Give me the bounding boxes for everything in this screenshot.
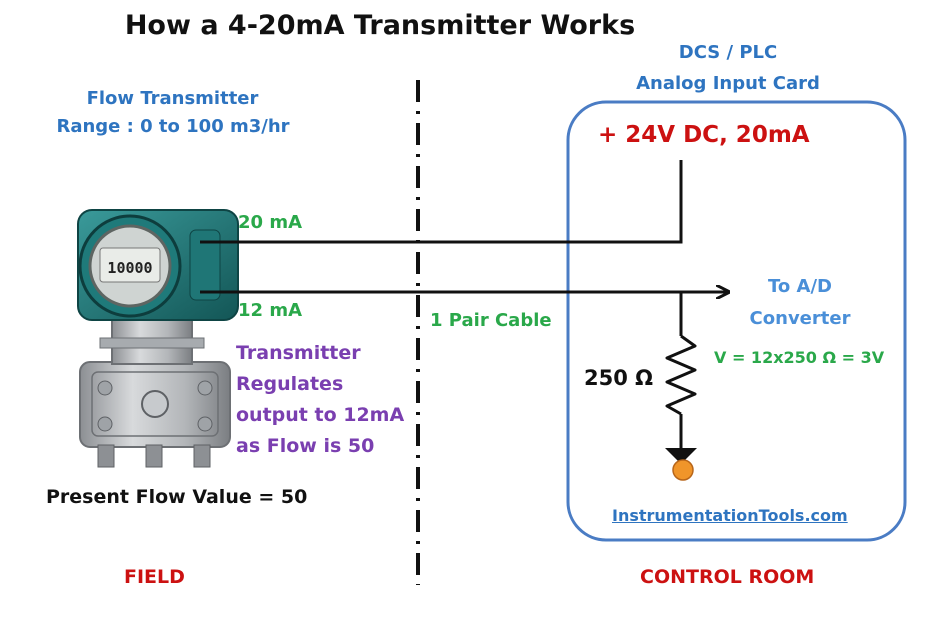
transmitter-name-label: Flow Transmitter [86,88,259,109]
diagram-title: How a 4-20mA Transmitter Works [124,10,636,41]
ad-label-line-2: Converter [749,308,851,329]
voltage-formula: V = 12x250 Ω = 3V [714,348,885,367]
transmitter-display-reading: 10000 [107,259,152,277]
regulation-note-line-4: as Flow is 50 [236,435,375,457]
regulation-note-line-3: output to 12mA [236,404,405,426]
ground-icon [665,448,697,481]
present-flow-value: Present Flow Value = 50 [46,486,308,508]
signal-20ma-label: 20 mA [238,212,303,233]
regulation-note-line-1: Transmitter [236,342,361,364]
supply-label: + 24V DC, 20mA [598,122,810,148]
resistor-label: 250 Ω [584,366,653,390]
resistor-250-ohm-icon [665,292,697,448]
card-title-line-1: DCS / PLC [678,42,778,63]
ad-label-line-1: To A/D [768,276,832,297]
wire-20ma [200,160,683,244]
watermark-link: InstrumentationTools.com [612,506,848,525]
cable-label: 1 Pair Cable [430,310,552,331]
regulation-note-line-2: Regulates [236,373,344,395]
signal-12ma-label: 12 mA [238,300,303,321]
field-section-label: FIELD [124,566,185,588]
card-title-line-2: Analog Input Card [636,73,820,94]
control-room-section-label: CONTROL ROOM [640,566,815,588]
flow-transmitter-icon: 10000 [77,209,239,468]
transmitter-range-label: Range : 0 to 100 m3/hr [56,116,290,137]
analog-input-card-box [566,100,907,542]
